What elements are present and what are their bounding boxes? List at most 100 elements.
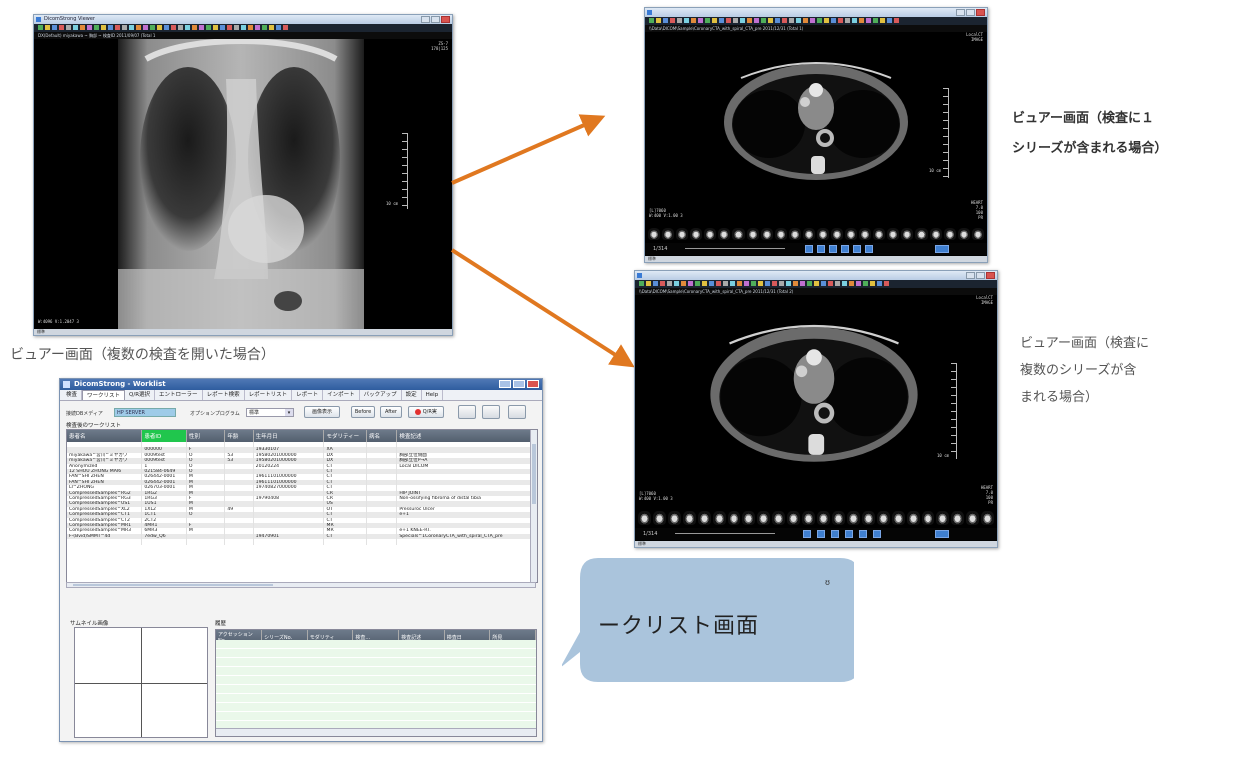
toolbar-tool-icon[interactable]	[761, 18, 766, 23]
menu-tab[interactable]: 検査	[62, 390, 83, 400]
toolbar-tool-icon[interactable]	[824, 18, 829, 23]
series-thumbnail[interactable]	[704, 228, 717, 240]
ct2-first-button[interactable]	[803, 530, 811, 538]
series-thumbnail[interactable]	[676, 228, 689, 240]
minimize-button[interactable]	[421, 16, 430, 23]
toolbar-tool-icon[interactable]	[884, 281, 889, 286]
toolbar-tool-icon[interactable]	[52, 25, 57, 30]
toolbar-tool-icon[interactable]	[262, 25, 267, 30]
series-thumbnail[interactable]	[746, 228, 759, 240]
toolbar-tool-icon[interactable]	[80, 25, 85, 30]
series-thumbnail[interactable]	[831, 228, 844, 240]
series-thumbnail[interactable]	[788, 228, 801, 240]
series-thumbnail[interactable]	[760, 228, 773, 240]
toolbar-tool-icon[interactable]	[108, 25, 113, 30]
toolbar-tool-icon[interactable]	[227, 25, 232, 30]
toolbar-tool-icon[interactable]	[716, 281, 721, 286]
toolbar-tool-icon[interactable]	[747, 18, 752, 23]
toolbar-tool-icon[interactable]	[772, 281, 777, 286]
menu-tab[interactable]: ワークリスト	[82, 390, 126, 400]
toolbar-tool-icon[interactable]	[894, 18, 899, 23]
toolbar-tool-icon[interactable]	[656, 18, 661, 23]
menu-tab[interactable]: 設定	[402, 390, 422, 400]
toolbar-tool-icon[interactable]	[786, 281, 791, 286]
toolbar-tool-icon[interactable]	[670, 18, 675, 23]
users-icon[interactable]	[482, 405, 500, 419]
toolbar-tool-icon[interactable]	[171, 25, 176, 30]
toolbar-tool-icon[interactable]	[866, 18, 871, 23]
ct2-stop-button[interactable]	[845, 530, 853, 538]
toolbar-tool-icon[interactable]	[653, 281, 658, 286]
toolbar-tool-icon[interactable]	[835, 281, 840, 286]
toolbar-tool-icon[interactable]	[143, 25, 148, 30]
toolbar-tool-icon[interactable]	[751, 281, 756, 286]
ct2-thumbnail-strip[interactable]	[635, 509, 997, 527]
toolbar-tool-icon[interactable]	[807, 281, 812, 286]
series-thumbnail[interactable]	[845, 228, 858, 240]
maximize-button[interactable]	[966, 9, 975, 16]
toolbar-tool-icon[interactable]	[698, 18, 703, 23]
series-thumbnail[interactable]	[638, 511, 651, 525]
ct2-loop-button[interactable]	[935, 530, 949, 538]
xray-image[interactable]	[118, 38, 364, 329]
toolbar-tool-icon[interactable]	[856, 281, 861, 286]
toolbar-tool-icon[interactable]	[213, 25, 218, 30]
toolbar-tool-icon[interactable]	[122, 25, 127, 30]
toolbar-tool-icon[interactable]	[740, 18, 745, 23]
series-thumbnail[interactable]	[921, 511, 935, 525]
series-thumbnail[interactable]	[861, 511, 875, 525]
column-header[interactable]: 病名	[366, 430, 398, 442]
maximize-button[interactable]	[431, 16, 440, 23]
menu-tab[interactable]: インポート	[323, 390, 360, 400]
toolbar-tool-icon[interactable]	[758, 281, 763, 286]
series-thumbnail[interactable]	[727, 511, 741, 525]
toolbar-tool-icon[interactable]	[199, 25, 204, 30]
series-thumbnail[interactable]	[662, 228, 675, 240]
option-select[interactable]: 標準 ▾	[246, 408, 294, 417]
minimize-button[interactable]	[499, 380, 511, 388]
series-thumbnail[interactable]	[742, 511, 756, 525]
ct2-prev-button[interactable]	[817, 530, 825, 538]
toolbar-tool-icon[interactable]	[695, 281, 700, 286]
ct2-axial-image[interactable]	[707, 297, 921, 489]
series-thumbnail[interactable]	[981, 511, 995, 525]
toolbar-tool-icon[interactable]	[688, 281, 693, 286]
history-horizontal-scrollbar[interactable]	[216, 728, 536, 736]
toolbar-tool-icon[interactable]	[733, 18, 738, 23]
menu-tab[interactable]: エントローラー	[155, 390, 203, 400]
ct1-first-button[interactable]	[805, 245, 813, 253]
toolbar-tool-icon[interactable]	[810, 18, 815, 23]
toolbar-tool-icon[interactable]	[59, 25, 64, 30]
export-disc-icon[interactable]	[508, 405, 526, 419]
series-thumbnail[interactable]	[774, 228, 787, 240]
series-thumbnail[interactable]	[787, 511, 801, 525]
after-button[interactable]: After	[380, 406, 402, 418]
toolbar-tool-icon[interactable]	[768, 18, 773, 23]
toolbar-tool-icon[interactable]	[852, 18, 857, 23]
thumbnail-panel[interactable]	[74, 627, 208, 738]
toolbar-tool-icon[interactable]	[726, 18, 731, 23]
toolbar-tool-icon[interactable]	[800, 281, 805, 286]
ct1-prev-button[interactable]	[817, 245, 825, 253]
series-thumbnail[interactable]	[718, 228, 731, 240]
toolbar-tool-icon[interactable]	[87, 25, 92, 30]
toolbar-tool-icon[interactable]	[73, 25, 78, 30]
toolbar-tool-icon[interactable]	[38, 25, 43, 30]
toolbar-tool-icon[interactable]	[702, 281, 707, 286]
maximize-button[interactable]	[976, 272, 985, 279]
toolbar-tool-icon[interactable]	[842, 281, 847, 286]
toolbar-tool-icon[interactable]	[255, 25, 260, 30]
toolbar-tool-icon[interactable]	[814, 281, 819, 286]
toolbar-tool-icon[interactable]	[775, 18, 780, 23]
ct1-last-button[interactable]	[865, 245, 873, 253]
toolbar-tool-icon[interactable]	[719, 18, 724, 23]
menu-tab[interactable]: レポート検索	[203, 390, 245, 400]
